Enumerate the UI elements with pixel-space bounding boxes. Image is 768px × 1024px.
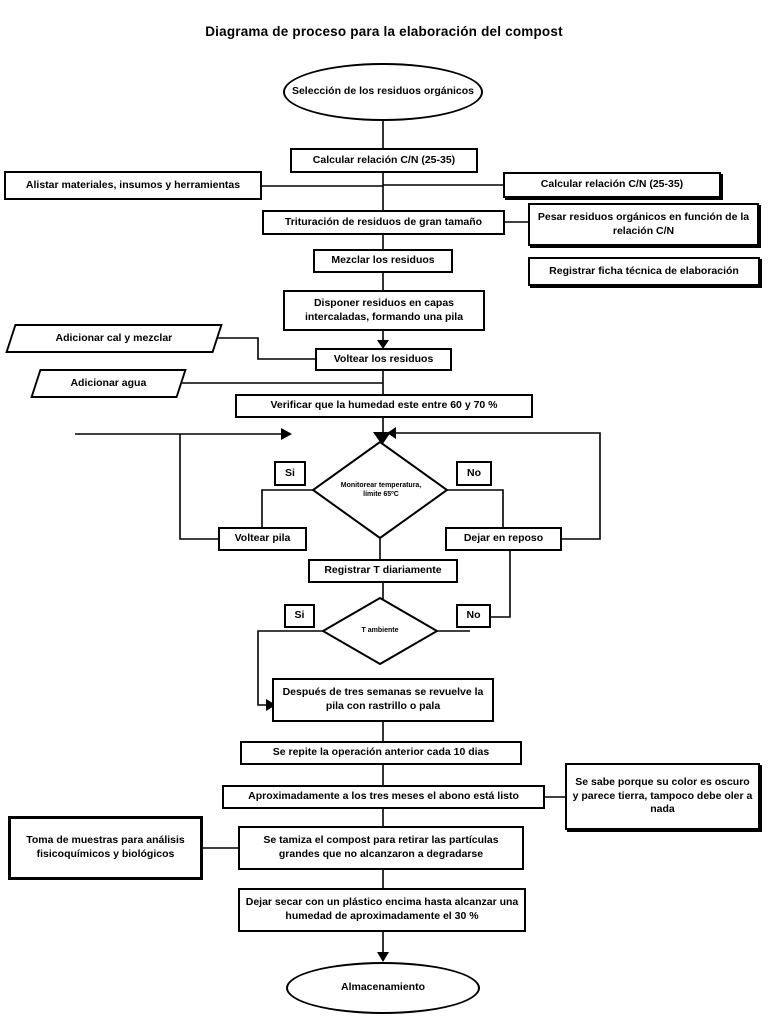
node-si-2: Si — [284, 604, 315, 628]
node-verificar-humedad: Verificar que la humedad este entre 60 y… — [235, 394, 533, 418]
node-si-2-label: Si — [294, 609, 305, 622]
node-se-sabe-color: Se sabe porque su color es oscuro y pare… — [565, 763, 760, 830]
node-calcular-cn-right: Calcular relación C/N (25-35) — [503, 172, 721, 198]
node-ficha-label: Registrar ficha técnica de elaboración — [549, 264, 739, 277]
node-alistar-label: Alistar materiales, insumos y herramient… — [25, 178, 241, 191]
node-revuelve-pila: Después de tres semanas se revuelve la p… — [272, 678, 494, 722]
node-revuelve-label: Después de tres semanas se revuelve la p… — [282, 686, 484, 712]
node-adicionar-agua-label: Adicionar agua — [70, 376, 147, 389]
node-end-terminal: Almacenamiento — [286, 962, 480, 1014]
node-repite-operacion: Se repite la operación anterior cada 10 … — [240, 741, 522, 765]
node-pesar-residuos: Pesar residuos orgánicos en función de l… — [528, 203, 759, 246]
node-dejar-reposo: Dejar en reposo — [445, 527, 562, 551]
node-dejar-secar: Dejar secar con un plástico encima hasta… — [238, 888, 526, 932]
diamond-monitorear-temperatura — [311, 440, 449, 540]
node-voltear-residuos: Voltear los residuos — [315, 348, 452, 371]
node-pesar-label: Pesar residuos orgánicos en función de l… — [537, 210, 750, 237]
node-start-label: Selección de los residuos orgánicos — [291, 85, 475, 98]
node-abono-listo: Aproximadamente a los tres meses el abon… — [222, 785, 545, 809]
node-voltear-residuos-label: Voltear los residuos — [333, 352, 434, 365]
node-abono-label: Aproximadamente a los tres meses el abon… — [248, 790, 519, 803]
node-verificar-label: Verificar que la humedad este entre 60 y… — [270, 399, 498, 412]
node-calcular-cn-label: Calcular relación C/N (25-35) — [312, 153, 456, 166]
page-title: Diagrama de proceso para la elaboración … — [205, 24, 563, 39]
node-start-terminal: Selección de los residuos orgánicos — [283, 63, 483, 121]
node-end-label: Almacenamiento — [340, 981, 426, 994]
diamond-t-ambiente — [321, 596, 439, 666]
flow-edges — [75, 121, 601, 958]
node-tamizar-label: Se tamiza el compost para retirar las pa… — [263, 834, 499, 860]
node-calcular-cn: Calcular relación C/N (25-35) — [290, 148, 478, 173]
node-toma-label: Toma de muestras para análisis fisicoquí… — [26, 834, 185, 860]
diamond-monitorear-label: Monitorear temperatura, límite 65ºC — [340, 481, 422, 498]
node-se-sabe-label: Se sabe porque su color es oscuro y pare… — [572, 776, 753, 816]
node-si-1: Si — [274, 461, 306, 486]
node-no-2: No — [456, 604, 491, 628]
node-voltear-pila-label: Voltear pila — [234, 532, 291, 545]
node-adicionar-agua: Adicionar agua — [30, 369, 187, 398]
arrowheads — [266, 340, 396, 962]
node-adicionar-cal-label: Adicionar cal y mezclar — [55, 331, 173, 344]
node-no-1-label: No — [467, 466, 481, 479]
node-mezclar-label: Mezclar los residuos — [331, 254, 435, 267]
node-trituracion-label: Trituración de residuos de gran tamaño — [284, 215, 483, 228]
node-mezclar: Mezclar los residuos — [313, 249, 453, 273]
diamond-t-ambiente-label: T ambiente — [361, 627, 399, 635]
node-no-1: No — [456, 461, 492, 486]
node-repite-label: Se repite la operación anterior cada 10 … — [272, 746, 490, 759]
node-no-2-label: No — [466, 609, 481, 622]
node-registrar-temperatura: Registrar T diariamente — [308, 559, 458, 583]
node-voltear-pila: Voltear pila — [218, 527, 307, 551]
node-calcular-cn-right-label: Calcular relación C/N (25-35) — [540, 178, 684, 191]
node-adicionar-cal: Adicionar cal y mezclar — [5, 324, 223, 353]
node-disponer-capas: Disponer residuos en capas intercaladas,… — [283, 290, 485, 331]
node-secar-label: Dejar secar con un plástico encima hasta… — [245, 896, 519, 922]
node-registrar-t-label: Registrar T diariamente — [324, 564, 442, 577]
node-trituracion: Trituración de residuos de gran tamaño — [262, 210, 505, 235]
node-tamizar-compost: Se tamiza el compost para retirar las pa… — [238, 826, 524, 870]
node-disponer-label: Disponer residuos en capas intercaladas,… — [304, 296, 464, 323]
node-si-1-label: Si — [285, 466, 295, 479]
node-dejar-reposo-label: Dejar en reposo — [463, 532, 544, 545]
node-toma-muestras: Toma de muestras para análisis fisicoquí… — [8, 816, 203, 880]
node-alistar-materiales: Alistar materiales, insumos y herramient… — [4, 171, 262, 200]
decision-diamonds — [311, 440, 449, 666]
node-ficha-tecnica: Registrar ficha técnica de elaboración — [528, 257, 760, 286]
